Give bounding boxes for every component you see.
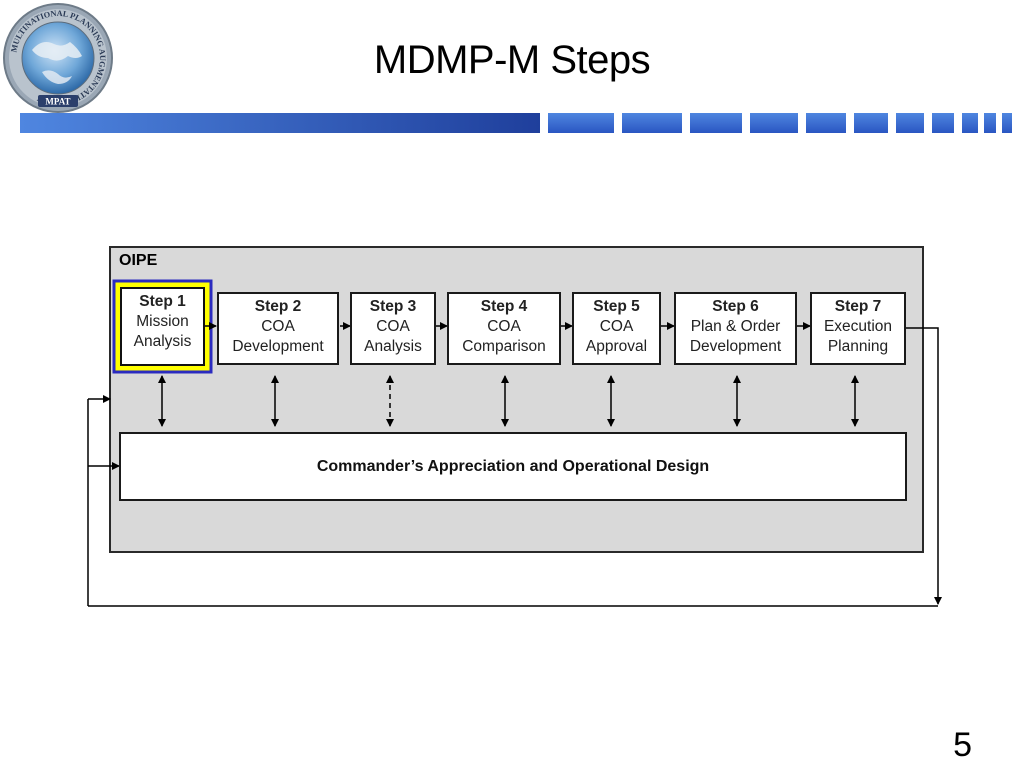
slide-title: MDMP-M Steps (373, 38, 651, 82)
step-4-line-2: Comparison (462, 338, 546, 355)
step-3-line-2: Analysis (364, 338, 422, 355)
step-6-box: Step 6 Plan & Order Development (674, 292, 797, 365)
step-5-number: Step 5 (593, 298, 640, 315)
commanders-appreciation-box: Commander’s Appreciation and Operational… (119, 432, 907, 501)
step-2-number: Step 2 (254, 298, 302, 315)
step-2-line-1: COA (261, 318, 295, 335)
step-7-line-1: Execution (823, 318, 893, 335)
step-1-box: Step 1 Mission Analysis (120, 287, 205, 366)
step-7-number: Step 7 (834, 298, 882, 315)
step-6-line-2: Development (689, 338, 782, 355)
step-3-line-1: COA (376, 318, 410, 335)
step-3-number: Step 3 (369, 298, 417, 315)
step-4-number: Step 4 (480, 298, 528, 315)
step-1-line-2: Analysis (133, 333, 192, 350)
step-5-line-1: COA (599, 318, 634, 335)
page-number: 5 (953, 726, 972, 764)
step-2-box: Step 2 COA Development (217, 292, 339, 365)
step-4-line-1: COA (487, 318, 521, 335)
step-6-line-1: Plan & Order (690, 318, 781, 335)
step-7-line-2: Planning (827, 338, 889, 355)
step-1-line-1: Mission (136, 313, 189, 330)
mpat-logo: MULTINATIONAL PLANNING AUGMENTATION TEAM… (2, 2, 114, 114)
step-3-box: Step 3 COA Analysis (350, 292, 436, 365)
step-6-number: Step 6 (712, 298, 759, 315)
step-5-box: Step 5 COA Approval (572, 292, 661, 365)
logo-badge-text: MPAT (45, 97, 70, 107)
step-7-box: Step 7 Execution Planning (810, 292, 906, 365)
oipe-label: OIPE (119, 252, 158, 269)
step-2-line-2: Development (232, 338, 324, 355)
title-banner (0, 113, 1024, 135)
feedback-loop-out (906, 327, 942, 605)
commanders-appreciation-label: Commander’s Appreciation and Operational… (316, 457, 710, 475)
step-5-line-2: Approval (585, 338, 648, 355)
step-4-box: Step 4 COA Comparison (447, 292, 561, 365)
step-1-number: Step 1 (139, 293, 186, 310)
